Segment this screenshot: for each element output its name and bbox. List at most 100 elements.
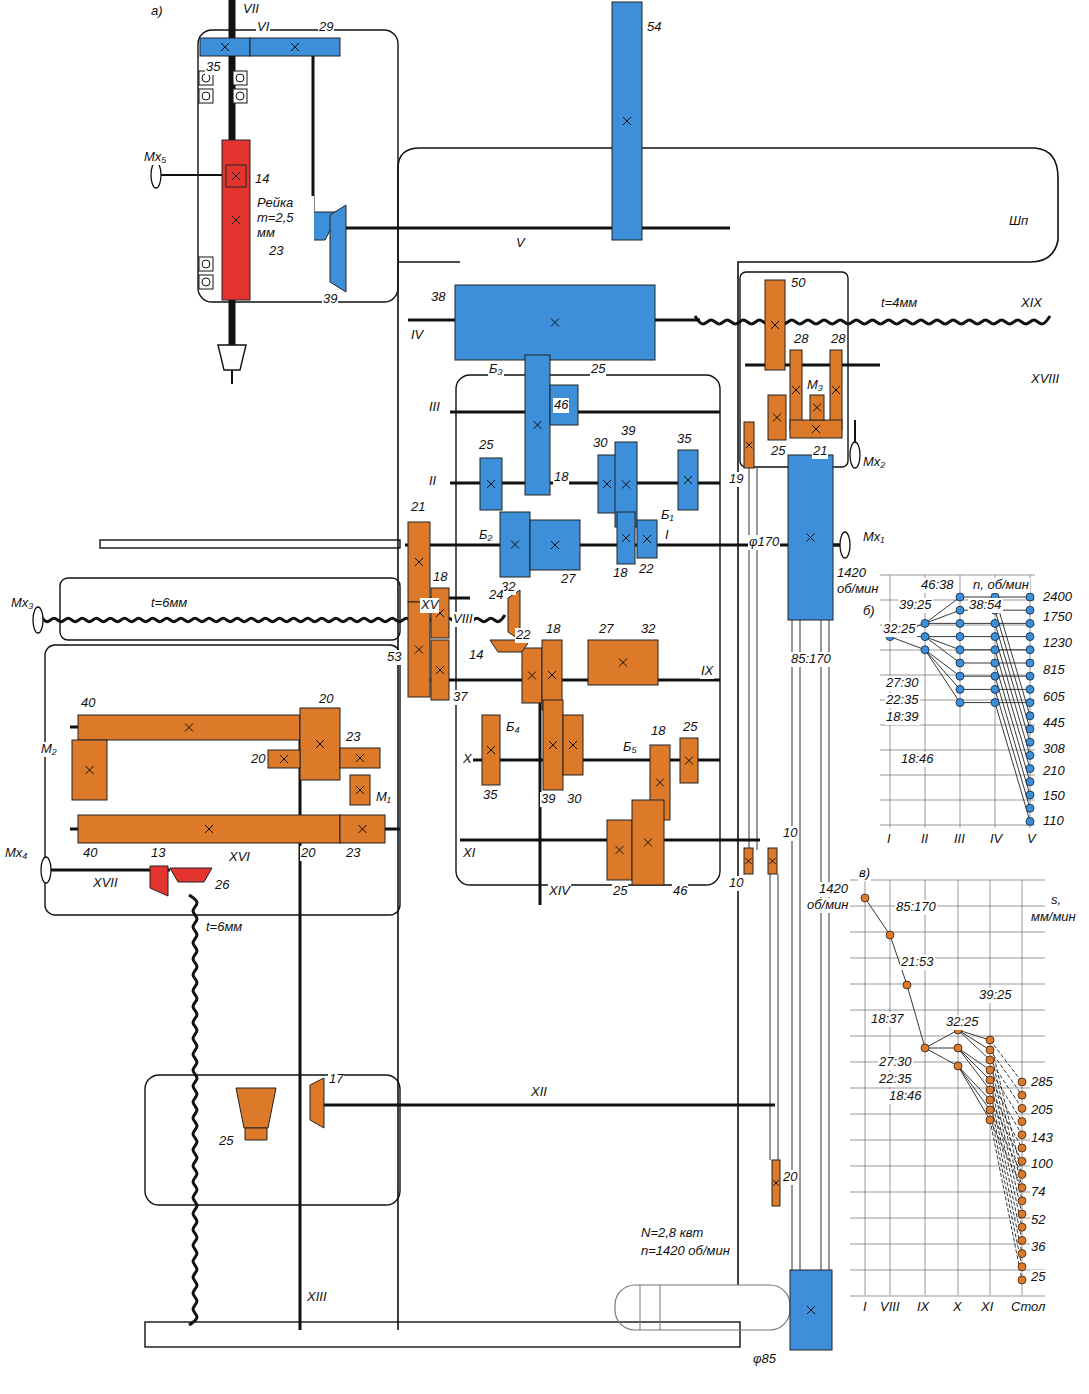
ray-line <box>925 623 960 624</box>
part-label: IX <box>700 664 714 679</box>
gear-mark <box>356 754 364 762</box>
bearing <box>199 275 213 289</box>
gear <box>612 2 642 240</box>
part-label: об/мин <box>806 898 849 913</box>
feed-point <box>861 894 869 902</box>
part-label: 30 <box>592 436 608 451</box>
ray-line <box>960 623 995 624</box>
speed-point <box>1026 685 1034 693</box>
bearing <box>199 257 213 271</box>
gear-mark <box>232 216 240 224</box>
gear <box>350 775 370 805</box>
part-label: 17 <box>328 1072 344 1087</box>
part-label: 25 <box>682 720 698 735</box>
gear-mark <box>656 779 664 787</box>
gear-mark <box>773 1180 778 1185</box>
part-label: 32:25 <box>882 622 917 637</box>
chart-grid <box>850 1166 1045 1167</box>
part-label: 210 <box>1042 764 1066 779</box>
gear-mark <box>770 858 776 864</box>
chart-grid <box>925 575 926 828</box>
housing-outline <box>398 148 1058 1330</box>
gear-mark <box>770 858 776 864</box>
housing-outline <box>740 272 848 467</box>
chart-grid <box>850 1140 1045 1141</box>
speed-point <box>956 593 964 601</box>
part-label: 20 <box>782 1170 798 1185</box>
chart-grid <box>850 906 1045 907</box>
ray-line <box>995 636 1030 637</box>
part-label: 37 <box>452 690 468 705</box>
gear-mark <box>487 746 495 754</box>
motor-outline <box>615 1285 790 1330</box>
part-label: 25 <box>612 884 628 899</box>
speed-point <box>1026 712 1034 720</box>
ray-line <box>958 1066 990 1100</box>
gear <box>525 355 550 495</box>
gear-mark <box>807 1306 815 1314</box>
ray-line <box>990 1100 1022 1254</box>
ray-line <box>925 650 960 690</box>
gear <box>200 38 250 56</box>
part-label: 1420 <box>818 882 849 897</box>
part-label: 29 <box>318 20 334 35</box>
gear-mark <box>813 404 821 412</box>
speed-point <box>956 619 964 627</box>
gear-mark <box>623 117 631 125</box>
gear-mark <box>603 480 611 488</box>
ray-line <box>925 637 960 663</box>
gear-mark <box>487 480 495 488</box>
part-label: М₁ <box>375 790 392 805</box>
part-label: V <box>1026 832 1037 847</box>
gear-mark <box>616 846 624 854</box>
part-label: IX <box>916 1300 930 1315</box>
gear-mark <box>569 741 577 749</box>
part-label: 20 <box>318 692 334 707</box>
chart-grid <box>925 880 926 1295</box>
part-label: 19 <box>728 472 744 487</box>
ray-line <box>995 663 1030 664</box>
part-label: II <box>920 832 929 847</box>
gear-mark <box>487 746 495 754</box>
part-label: 40 <box>80 696 96 711</box>
part-label: 1420 <box>836 566 867 581</box>
gear-mark <box>771 321 779 329</box>
ray-line <box>925 650 960 703</box>
gear-mark <box>684 476 692 484</box>
part-label: 18 <box>432 570 448 585</box>
gear-mark <box>622 534 630 542</box>
feed-point <box>1018 1223 1026 1231</box>
feed-point <box>1018 1104 1026 1112</box>
housing-outline <box>198 30 398 302</box>
part-label: 10 <box>728 876 744 891</box>
part-label: XI <box>980 1300 994 1315</box>
gear-mark <box>356 754 364 762</box>
chart-grid <box>850 958 1045 959</box>
speed-point <box>1026 593 1034 601</box>
gear-mark <box>619 659 627 667</box>
gear-mark <box>832 386 840 394</box>
feed-point <box>1018 1144 1026 1152</box>
part-label: I <box>664 528 670 543</box>
gear-mark <box>415 646 423 654</box>
gear-mark <box>807 1306 815 1314</box>
part-label: XVIII <box>1030 372 1060 387</box>
housing-outline <box>398 261 460 263</box>
part-label: 143 <box>1030 1131 1054 1146</box>
ray-line <box>990 1080 1022 1135</box>
chart-grid <box>1022 880 1023 1295</box>
part-label: VI <box>256 20 270 35</box>
speed-point <box>1026 606 1034 614</box>
ray-line <box>890 637 925 650</box>
part-label: 28 <box>830 332 846 347</box>
speed-point <box>956 685 964 693</box>
ray-line <box>995 650 1030 769</box>
part-label: 26 <box>214 878 230 893</box>
ray-line <box>995 689 1030 808</box>
part-label: 74 <box>1030 1185 1046 1200</box>
part-label: 27:30 <box>885 676 920 691</box>
feed-point <box>986 1106 994 1114</box>
part-label: 50 <box>790 276 806 291</box>
shaft <box>320 1104 775 1107</box>
part-label: XVII <box>92 876 119 891</box>
